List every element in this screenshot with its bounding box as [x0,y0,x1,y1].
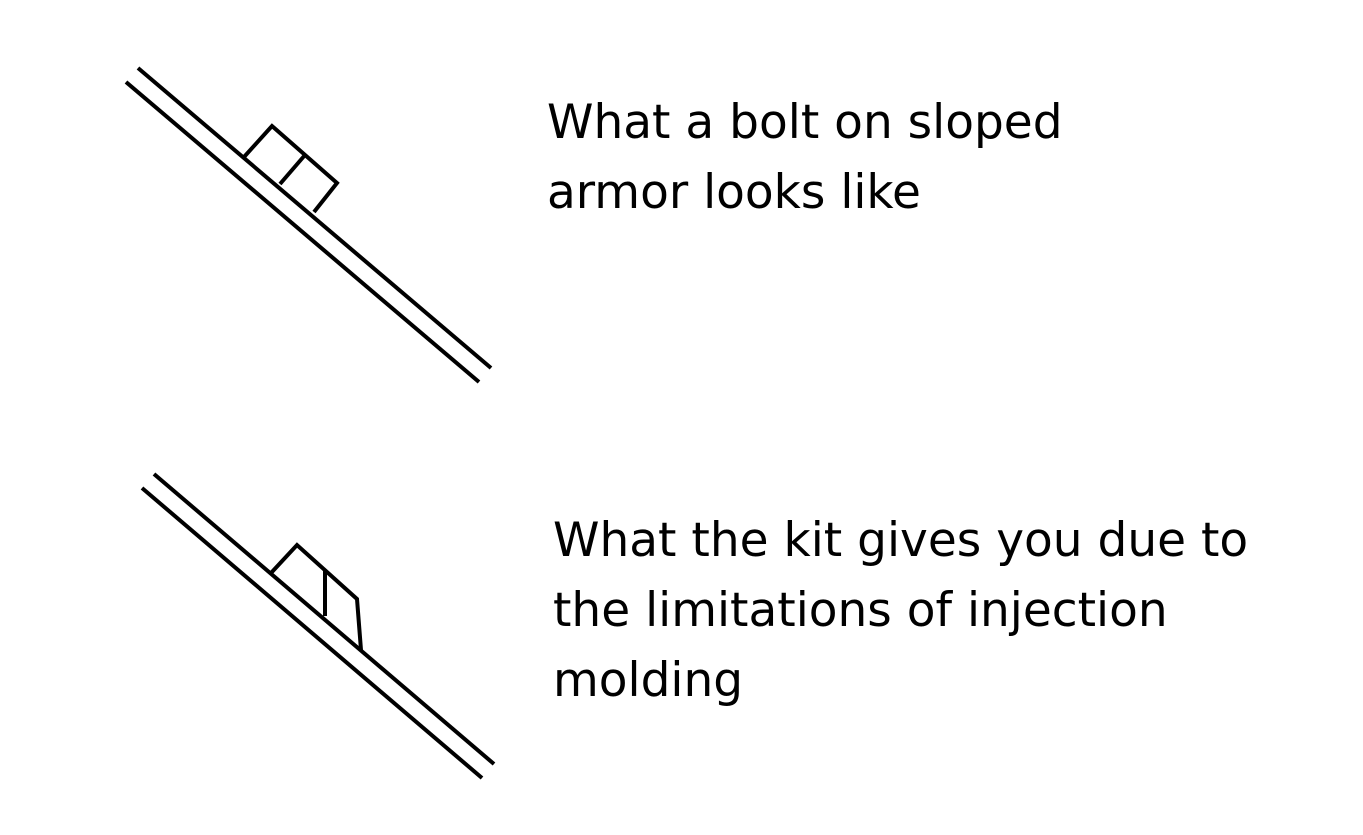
sloped-armor-correct-bolt [124,66,493,384]
caption-line: molding [553,653,744,708]
armor-plate-inner-edge [140,486,484,780]
caption-correct-bolt: What a bolt on sloped armor looks like [547,88,1063,228]
armor-plate-outer-edge [152,472,496,766]
armor-plate-outer-edge [136,66,493,370]
caption-line: the limitations of injection [553,583,1168,638]
caption-kit-bolt: What the kit gives you due to the limita… [553,506,1248,716]
caption-line: What the kit gives you due to [553,513,1249,568]
caption-line: What a bolt on sloped [547,95,1063,150]
bolt-head-perpendicular [242,123,340,214]
sloped-armor-kit-bolt [140,472,496,780]
armor-plate-inner-edge [124,80,481,384]
caption-line: armor looks like [547,165,921,220]
bolt-head-divider [278,153,307,186]
